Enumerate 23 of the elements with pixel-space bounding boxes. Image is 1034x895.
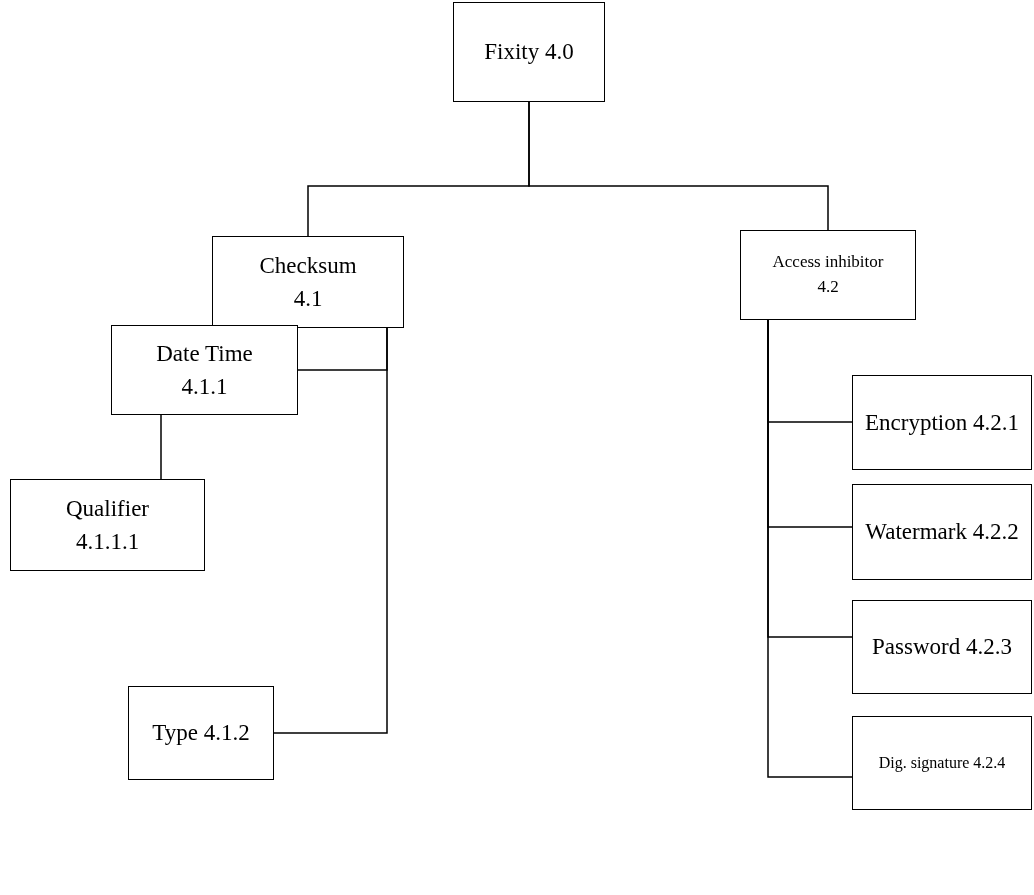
category-box [453, 2, 605, 102]
box-label: Checksum 4.1 [258, 251, 358, 313]
category-box [10, 479, 205, 571]
category-box [852, 600, 1032, 694]
connector-line [528, 101, 829, 231]
box-label: Watermark 4.2.2 [865, 518, 1019, 547]
box-label: Fixity 4.0 [484, 38, 574, 67]
category-box [740, 230, 916, 320]
box-label: Qualifier 4.1.1.1 [65, 494, 150, 556]
box-label: Date Time 4.1.1 [155, 339, 254, 401]
category-box [852, 375, 1032, 470]
box-label: Access inhibitor 4.2 [771, 251, 885, 298]
category-box [852, 716, 1032, 810]
category-box [128, 686, 274, 780]
category-box [212, 236, 404, 328]
category-box [852, 484, 1032, 580]
connector-line [160, 414, 162, 480]
box-label: Password 4.2.3 [872, 633, 1012, 662]
category-box [111, 325, 298, 415]
box-label: Encryption 4.2.1 [865, 408, 1019, 437]
box-label: Dig. signature 4.2.4 [878, 753, 1006, 774]
box-label: Type 4.1.2 [152, 719, 250, 748]
connector-line [273, 327, 388, 734]
